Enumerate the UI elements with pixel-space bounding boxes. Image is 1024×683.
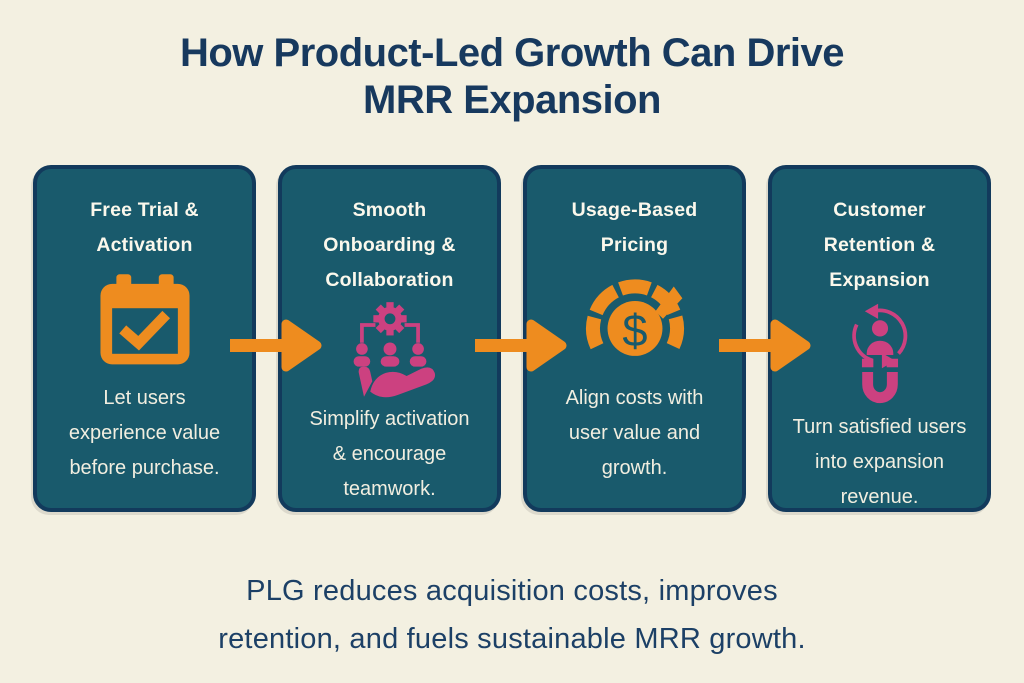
usage-gauge-icon: $ <box>585 279 684 356</box>
flow-arrow-icon <box>475 319 567 372</box>
calendar-check-icon <box>99 274 190 365</box>
card-title: Smooth Onboarding & Collaboration <box>323 199 456 291</box>
flow-arrow-icon <box>719 319 811 372</box>
page-title-line-1: How Product-Led Growth Can Drive <box>179 31 845 75</box>
flow-arrow-icon <box>230 319 322 372</box>
dollar-sign-glyph: $ <box>622 305 647 356</box>
card-description: Align costs with user value and growth. <box>565 387 704 479</box>
card-description: Simplify activation & encourage teamwork… <box>309 408 470 500</box>
card-title: Usage-Based Pricing <box>571 199 698 256</box>
page-title: How Product-Led Growth Can Drive MRR Exp… <box>0 30 1024 124</box>
collaboration-hand-icon <box>353 302 435 398</box>
card-usage-based-pricing: Usage-Based Pricing $ Align costs with u… <box>523 165 746 512</box>
card-title: Customer Retention & Expansion <box>823 199 936 291</box>
card-icon-area <box>338 298 442 402</box>
card-onboarding-collaboration: Smooth Onboarding & Collaboration <box>278 165 501 512</box>
card-icon-area <box>832 298 928 410</box>
steps-row: Free Trial & Activation Let users experi… <box>33 165 991 512</box>
card-icon-area: $ <box>579 263 691 381</box>
user-retention-magnet-icon <box>851 303 907 404</box>
card-description: Turn satisfied users into expansion reve… <box>792 416 967 508</box>
footer-line-2: retention, and fuels sustainable MRR gro… <box>218 623 806 655</box>
footer-line-1: PLG reduces acquisition costs, improves <box>246 575 778 607</box>
page-title-line-2: MRR Expansion <box>363 78 661 122</box>
card-icon-area <box>92 263 198 381</box>
card-retention-expansion: Customer Retention & Expansion <box>768 165 991 512</box>
footer-summary: PLG reduces acquisition costs, improves … <box>0 567 1024 663</box>
card-title: Free Trial & Activation <box>90 199 199 256</box>
card-description: Let users experience value before purcha… <box>68 387 221 479</box>
card-free-trial-activation: Free Trial & Activation Let users experi… <box>33 165 256 512</box>
